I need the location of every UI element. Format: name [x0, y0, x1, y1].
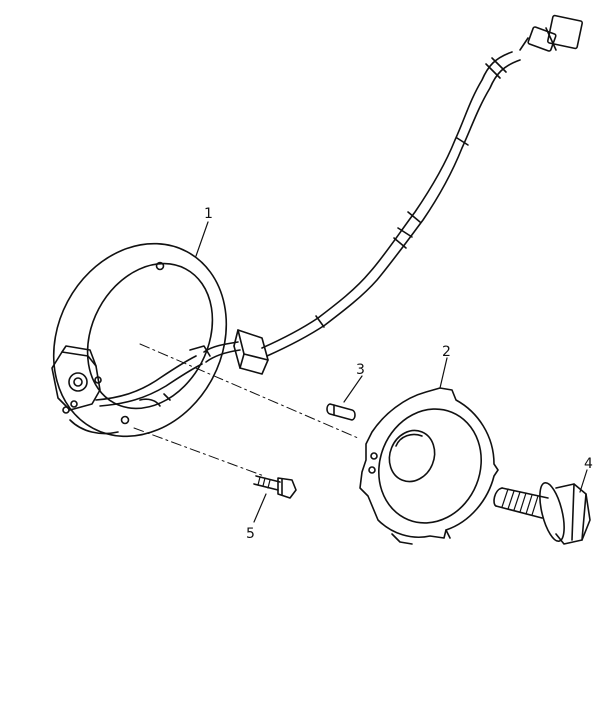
alignment-lines [133, 343, 359, 477]
callout-5: 5 [246, 526, 255, 542]
wire-connector [519, 14, 584, 52]
leader-lines [195, 221, 588, 523]
woodruff-key [326, 403, 356, 421]
rotor-plate [359, 387, 499, 545]
flange-bolt [493, 481, 591, 545]
wire-grommet [233, 329, 269, 375]
wire-harness [203, 14, 584, 375]
callout-4: 4 [584, 456, 593, 472]
pickup-coil [51, 345, 211, 411]
mounting-screw [253, 475, 297, 499]
callout-2: 2 [442, 344, 451, 360]
callout-1: 1 [204, 206, 213, 222]
stator-plate [52, 242, 228, 438]
callout-3: 3 [356, 362, 365, 378]
